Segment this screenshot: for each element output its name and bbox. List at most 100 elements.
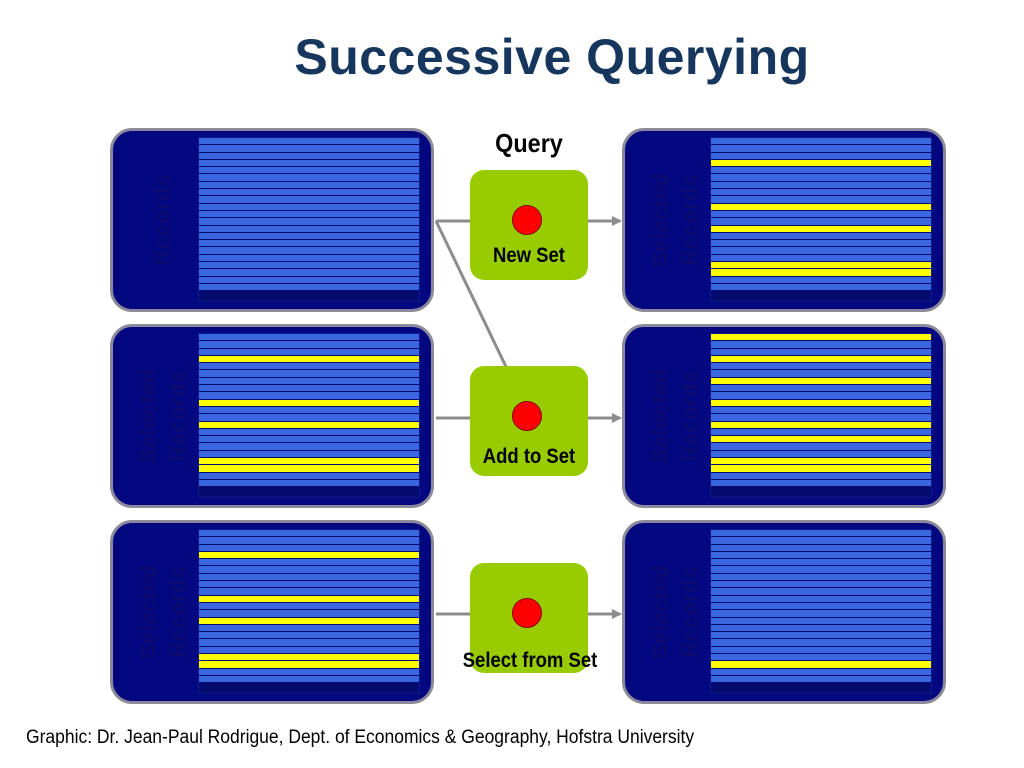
- record-row: [199, 370, 419, 378]
- record-row: [199, 632, 419, 640]
- record-row: [711, 370, 931, 378]
- new-set-result-label: Selected Records: [647, 172, 702, 268]
- record-row: [711, 232, 931, 241]
- record-row: [199, 639, 419, 647]
- record-row: [711, 472, 931, 480]
- selected-record-row: [199, 551, 419, 560]
- selected-record-row: [711, 334, 931, 342]
- selected-record-row: [199, 399, 419, 407]
- record-row: [199, 196, 419, 204]
- record-row: [199, 232, 419, 241]
- record-row: [199, 588, 419, 596]
- record-row: [199, 174, 419, 182]
- selected-record-row: [711, 399, 931, 407]
- add-to-set-result-label: Selected Records: [647, 368, 702, 464]
- record-row: [711, 479, 931, 488]
- record-row: [711, 646, 931, 655]
- add-to-set-result-panel: Selected Records: [622, 324, 946, 508]
- record-row: [199, 254, 419, 263]
- selected-record-row: [711, 355, 931, 364]
- record-row: [199, 159, 419, 168]
- record-row: [199, 537, 419, 545]
- selected-record-row: [711, 203, 931, 211]
- record-row: [199, 624, 419, 633]
- record-row: [711, 544, 931, 552]
- record-row: [711, 675, 931, 684]
- record-row: [711, 181, 931, 190]
- record-row: [711, 450, 931, 459]
- add-to-set-label: Add to Set: [482, 445, 576, 468]
- record-row: [199, 145, 419, 153]
- new-set-result-panel: Selected Records: [622, 128, 946, 312]
- selected-record-row: [711, 421, 931, 429]
- query-header: Query: [495, 128, 563, 158]
- slide-title: Successive Querying: [294, 29, 810, 85]
- record-row: [711, 624, 931, 633]
- record-row: [199, 385, 419, 393]
- selected-record-row: [711, 159, 931, 168]
- record-row: [199, 189, 419, 197]
- record-row: [199, 610, 419, 618]
- record-rows: [198, 333, 420, 498]
- record-row: [199, 152, 419, 160]
- record-row: [199, 377, 419, 386]
- record-row: [711, 573, 931, 582]
- record-row: [711, 443, 931, 451]
- record-row: [711, 145, 931, 153]
- record-row: [199, 406, 419, 415]
- record-row: [711, 341, 931, 349]
- record-row: [199, 668, 419, 676]
- record-row: [711, 348, 931, 356]
- record-row: [199, 138, 419, 146]
- selected-record-row: [199, 465, 419, 473]
- record-row: [199, 450, 419, 459]
- record-row: [711, 581, 931, 589]
- selected-record-row: [711, 262, 931, 270]
- record-rows: [710, 137, 932, 302]
- record-row: [199, 414, 419, 422]
- record-row: [711, 392, 931, 400]
- record-row: [199, 276, 419, 284]
- record-row: [199, 247, 419, 255]
- record-row: [199, 436, 419, 444]
- record-row: [711, 551, 931, 560]
- record-row: [199, 225, 419, 233]
- record-rows: [710, 333, 932, 498]
- selected-record-row: [199, 654, 419, 662]
- record-row: [199, 675, 419, 684]
- selected-record-row: [711, 436, 931, 444]
- selected-record-row: [711, 465, 931, 473]
- record-row: [199, 566, 419, 574]
- record-row: [711, 240, 931, 248]
- record-row: [711, 189, 931, 197]
- record-row: [199, 240, 419, 248]
- record-rows: [198, 529, 420, 694]
- record-row: [199, 283, 419, 292]
- selected-record-row: [711, 661, 931, 669]
- record-row: [711, 138, 931, 146]
- record-row: [711, 218, 931, 226]
- record-row: [199, 363, 419, 371]
- record-row: [199, 218, 419, 226]
- new-set-node: [512, 205, 542, 235]
- records-panel-label: Records: [150, 174, 176, 266]
- record-row: [711, 566, 931, 574]
- record-row: [711, 167, 931, 175]
- record-row: [199, 602, 419, 611]
- record-row: [199, 443, 419, 451]
- select-from-set-input-label: Selected Records: [135, 564, 190, 660]
- add-to-set-input-label: Selected Records: [135, 368, 190, 464]
- record-row: [711, 385, 931, 393]
- graphic-credit: Graphic: Dr. Jean-Paul Rodrigue, Dept. o…: [26, 727, 695, 748]
- record-row: [199, 167, 419, 175]
- selected-record-row: [199, 421, 419, 429]
- record-row: [711, 283, 931, 292]
- record-row: [711, 537, 931, 545]
- record-row: [711, 595, 931, 603]
- record-row: [711, 617, 931, 625]
- record-row: [711, 247, 931, 255]
- selected-record-row: [199, 355, 419, 364]
- record-row: [199, 559, 419, 567]
- record-row: [711, 654, 931, 662]
- record-row: [711, 610, 931, 618]
